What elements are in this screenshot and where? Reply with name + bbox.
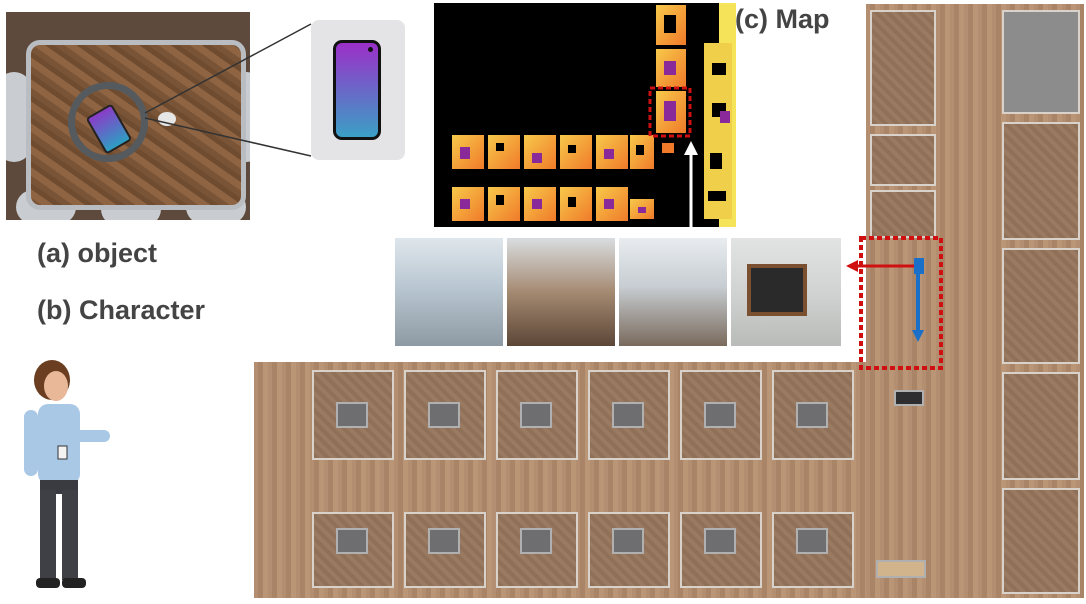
desk — [612, 402, 644, 428]
phone-icon — [333, 40, 381, 140]
room — [1002, 372, 1080, 480]
room — [870, 10, 936, 126]
table — [894, 390, 924, 406]
object-highlight-ring — [68, 82, 148, 162]
floor-plan-horizontal-wing — [254, 362, 866, 598]
room — [870, 134, 936, 186]
room — [772, 512, 854, 588]
view-frame — [619, 238, 729, 346]
room — [772, 370, 854, 460]
person-figure — [24, 360, 110, 588]
desk — [520, 402, 552, 428]
character-label: (b) Character — [37, 295, 206, 325]
room — [1002, 122, 1080, 240]
desk — [428, 528, 460, 554]
tv-screen — [747, 264, 807, 316]
room-highlight-box — [859, 236, 943, 370]
object-label: (a) object — [37, 238, 158, 268]
object-zoom-box — [311, 20, 405, 160]
room — [1002, 488, 1080, 594]
first-person-views — [395, 238, 843, 346]
room — [1002, 248, 1080, 364]
floor-plan-vertical-wing — [866, 4, 1084, 598]
desk — [336, 402, 368, 428]
view-frame — [507, 238, 617, 346]
desk — [704, 402, 736, 428]
desk — [796, 528, 828, 554]
map-highlight-box — [648, 86, 692, 138]
object-table-view — [6, 12, 250, 220]
desk — [612, 528, 644, 554]
room — [680, 370, 762, 460]
desk — [428, 402, 460, 428]
view-frame — [731, 238, 843, 346]
semantic-map — [434, 3, 736, 227]
desk — [796, 402, 828, 428]
desk — [520, 528, 552, 554]
room — [1002, 10, 1080, 114]
map-label: (c) Map — [735, 4, 830, 34]
desk — [336, 528, 368, 554]
view-frame — [395, 238, 505, 346]
desk — [704, 528, 736, 554]
table — [876, 560, 926, 578]
